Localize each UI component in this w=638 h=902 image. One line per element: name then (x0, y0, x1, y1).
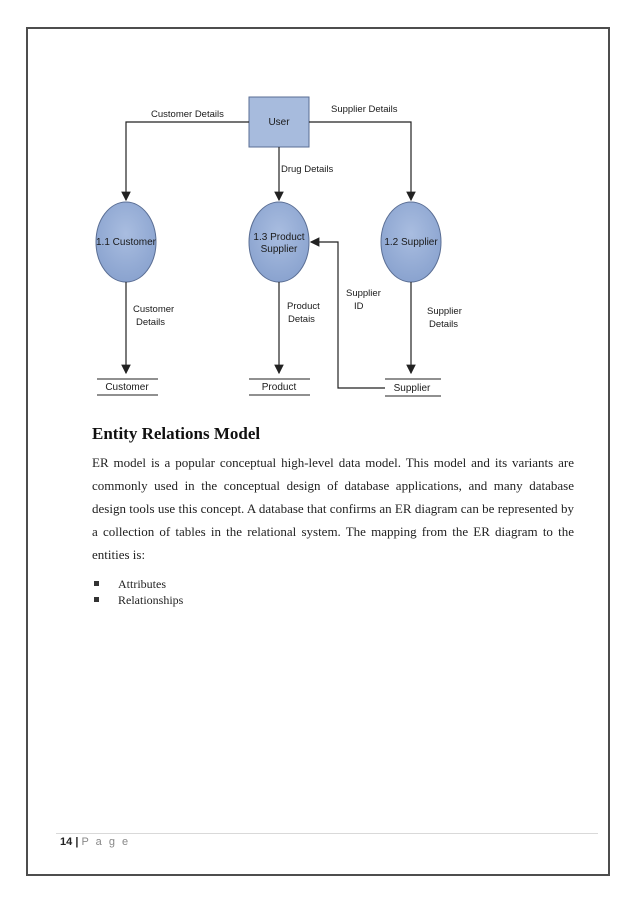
footer-separator: | (75, 836, 79, 848)
flow-supplier-details-down-line2: Details (429, 319, 458, 330)
section-paragraph: ER model is a popular conceptual high-le… (92, 455, 574, 562)
customer-store-label: Customer (105, 382, 149, 393)
flow-customer-details-down-line2: Details (136, 317, 165, 328)
page-border (26, 27, 610, 876)
bullet-item: Attributes (92, 576, 183, 592)
supplier-store-label: Supplier (394, 383, 431, 394)
flow-supplier-details-label: Supplier Details (331, 104, 398, 115)
user-entity-label: User (268, 117, 290, 128)
flow-user-to-customer (121, 121, 249, 202)
product-store-label: Product (262, 382, 297, 393)
flow-product-details-line2: Detais (288, 314, 315, 325)
flow-product-details-line1: Product (287, 301, 320, 312)
flow-supplier-id-line2: ID (354, 301, 364, 312)
page-number: 14 (60, 836, 73, 848)
product-process-label-line2: Supplier (261, 244, 298, 255)
product-process-label-line1: 1.3 Product (253, 232, 304, 243)
customer-data-store: Customer (97, 378, 158, 396)
customer-process-label: 1.1 Customer (96, 237, 157, 248)
flow-drug-details-label: Drug Details (281, 164, 334, 175)
flow-customer-details-label: Customer Details (151, 109, 224, 120)
flow-supplier-id-line1: Supplier (346, 288, 381, 299)
page-footer: 14 | P a g e (60, 836, 130, 848)
square-bullet-icon (94, 597, 99, 602)
square-bullet-icon (94, 581, 99, 586)
bullet-text: Relationships (118, 593, 184, 607)
page-label: P a g e (81, 836, 131, 848)
supplier-data-store: Supplier (385, 378, 441, 397)
product-data-store: Product (249, 378, 310, 396)
flow-supplier-details-down-line1: Supplier (427, 306, 462, 317)
flow-supplier-id (309, 237, 385, 389)
bullet-text: Attributes (118, 577, 166, 591)
flow-customer-details-down-line1: Customer (133, 304, 174, 315)
section-heading: Entity Relations Model (92, 424, 261, 443)
flow-user-to-supplier (309, 121, 416, 202)
supplier-process-label: 1.2 Supplier (384, 237, 438, 248)
bullet-item: Relationships (92, 592, 183, 608)
bullet-list: Attributes Relationships (92, 576, 183, 608)
user-entity-box (248, 96, 310, 148)
footer-divider (56, 833, 598, 834)
